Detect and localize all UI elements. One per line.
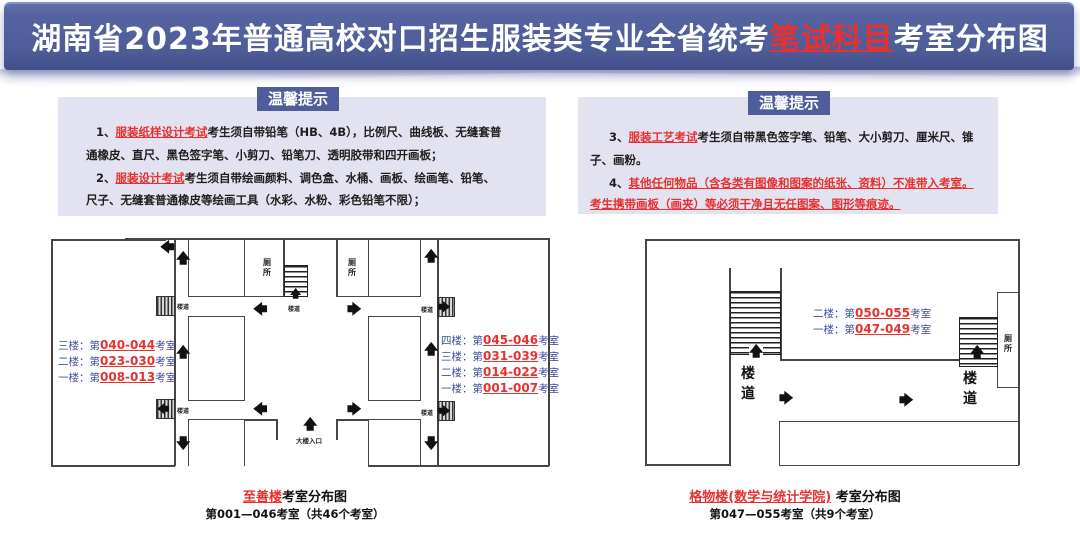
arrow-up-icon: 🡅 [424, 342, 439, 358]
restroom-label-left: 厕所 [263, 258, 271, 277]
notice-2-line-1: 3、服装工艺考试考生须自带黑色签字笔、铅笔、大小剪刀、厘米尺、锥 [609, 130, 974, 144]
notice-tag-1: 温馨提示 [257, 87, 339, 111]
caption-subtitle-gewu: 第047—055考室（共9个考室） [709, 507, 881, 521]
stair-label-gewu-right: 楼道 [963, 371, 977, 407]
stair-label: 楼道 [288, 306, 301, 313]
notice-1-line-3: 2、服装设计考试考生须自带绘画颜料、调色盒、水桶、画板、绘画笔、铅笔、 [96, 171, 496, 185]
arrow-left-icon: 🡄 [253, 302, 268, 318]
arrow-right-icon: 🡆 [779, 391, 794, 407]
building-name-gewu: 格物楼(数学与统计学院) [689, 490, 832, 505]
arrow-right-icon: 🡆 [438, 300, 451, 314]
arrow-down-icon: 🡇 [424, 436, 439, 452]
stairwell-gewu-left [730, 291, 781, 355]
notice-1-line-4: 尺子、无缝套普通橡皮等绘画工具（水彩、水粉、彩色铅笔不限）； [86, 193, 426, 207]
arrow-up-icon: 🡅 [749, 344, 764, 360]
exam-name-fashion-design: 服装设计考试 [115, 171, 185, 185]
building-name-zhishan: 至善楼 [242, 490, 282, 505]
arrow-down-icon: 🡇 [176, 436, 191, 452]
floor-label-right-4f: 四楼：第045-046考室 [441, 333, 560, 347]
stairwell-right-top [437, 297, 455, 317]
stairwell-right-bottom [437, 401, 455, 421]
exam-name-craft: 服装工艺考试 [628, 130, 698, 144]
floor-label-right-1f: 一楼：第001-007考室 [441, 381, 560, 395]
prohibited-items-warning: 其他任何物品（含各类有图像和图案的纸张、资料）不准带入考室。 [628, 176, 974, 190]
notice-2-line-2: 子、画粉。 [590, 153, 648, 167]
arrow-right-icon: 🡆 [899, 393, 914, 409]
arrow-up-icon: 🡅 [290, 287, 302, 300]
restroom-label-gewu: 厕所 [1004, 334, 1012, 353]
exam-name-pattern-design: 服装纸样设计考试 [115, 125, 208, 139]
title-highlight: 笔试科目 [769, 22, 894, 57]
notice-box-2 [578, 97, 998, 214]
restroom-label-right: 厕所 [348, 258, 356, 277]
stairwell-central [284, 265, 308, 297]
caption-zhishan: 至善楼考室分布图 第001—046考室（共46个考室） [150, 486, 440, 522]
room-block [368, 239, 421, 297]
room-block [188, 419, 245, 466]
notice-1-line-1: 1、服装纸样设计考试考生须自带铅笔（HB、4B），比例尺、曲线板、无缝套普 [96, 125, 502, 139]
caption-subtitle-zhishan: 第001—046考室（共46个考室） [205, 507, 385, 521]
stair-label: 楼道 [421, 410, 434, 417]
stairwell-left-top [156, 296, 175, 316]
stair-label: 楼道 [177, 304, 190, 311]
floor-label-gewu-1f: 一楼：第047-049考室 [813, 322, 932, 336]
stair-label-gewu-left: 楼道 [741, 366, 755, 402]
entrance-arrow-icon: 🡅 [303, 417, 318, 433]
arrow-up-icon: 🡅 [970, 345, 985, 361]
arrow-up-icon: 🡅 [176, 251, 191, 267]
arrow-up-icon: 🡅 [424, 249, 439, 265]
drawing-board-warning: 考生携带画板（画夹）等必须干净且无任图案、图形等痕迹。 [590, 197, 901, 211]
floor-label-left-1f: 一楼：第008-013考室 [58, 370, 177, 384]
floor-label-left-3f: 三楼：第040-044考室 [58, 338, 177, 352]
stair-label: 楼道 [177, 408, 190, 415]
stairwell-gewu-right [959, 317, 998, 367]
arrow-left-icon: 🡄 [157, 402, 170, 416]
entrance-label: 大楼入口 [296, 437, 322, 445]
arrow-left-icon: 🡄 [160, 240, 175, 256]
page-title: 湖南省2023年普通高校对口招生服装类专业全省统考笔试科目考室分布图 [0, 14, 1080, 58]
notice-tag-2: 温馨提示 [748, 91, 830, 115]
room-block [188, 316, 245, 401]
room-block [368, 419, 421, 466]
title-suffix: 考室分布图 [893, 22, 1049, 57]
arrow-left-icon: 🡄 [253, 402, 268, 418]
floor-label-left-2f: 二楼：第023-030考室 [58, 354, 177, 368]
notice-1-line-2: 通橡皮、直尺、黑色签字笔、小剪刀、铅笔刀、透明胶带和四开画板； [86, 148, 443, 162]
floor-label-right-3f: 三楼：第031-039考室 [441, 349, 560, 363]
caption-gewu: 格物楼(数学与统计学院) 考室分布图 第047—055考室（共9个考室） [650, 486, 940, 522]
notice-2-line-4: 考生携带画板（画夹）等必须干净且无任图案、图形等痕迹。 [590, 196, 901, 212]
arrow-right-icon: 🡆 [347, 402, 362, 418]
notice-2-line-3: 4、其他任何物品（含各类有图像和图案的纸张、资料）不准带入考室。 [609, 176, 974, 190]
floor-label-gewu-2f: 二楼：第050-055考室 [813, 306, 932, 320]
room-block [779, 421, 1019, 466]
arrow-right-icon: 🡆 [347, 302, 362, 318]
arrow-up-icon: 🡅 [176, 345, 191, 361]
arrow-right-icon: 🡆 [438, 404, 451, 418]
title-banner [4, 2, 1074, 70]
title-prefix: 湖南省2023年普通高校对口招生服装类专业全省统考 [31, 22, 770, 57]
stairwell-left-bottom [156, 399, 175, 419]
room-block [188, 239, 245, 297]
floor-label-right-2f: 二楼：第014-022考室 [441, 365, 560, 379]
stair-label: 楼道 [421, 307, 434, 314]
notice-box-1 [58, 97, 546, 216]
room-block [368, 316, 421, 401]
